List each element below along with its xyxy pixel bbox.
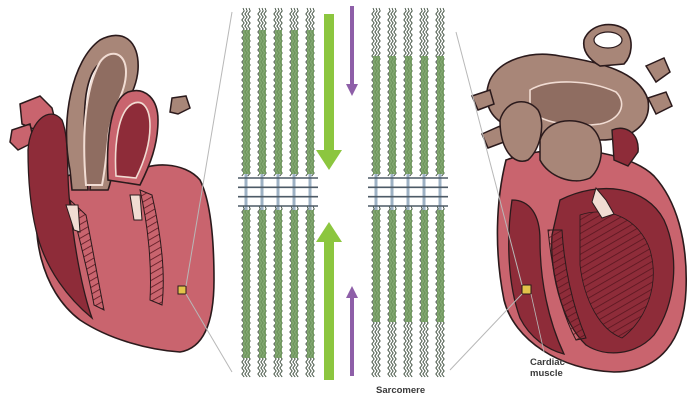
thick-filament (373, 56, 380, 174)
heart-vessel-branch (170, 96, 190, 114)
thick-filament (421, 210, 428, 322)
vena-cava (500, 102, 542, 162)
thick-filament (389, 210, 396, 322)
arrow-down-icon-head (316, 150, 342, 170)
thick-filament (275, 30, 282, 174)
sarcomere-panel-contracted (238, 8, 318, 377)
arrow-down-icon (324, 14, 334, 154)
arrow-up-icon-head (346, 286, 358, 298)
healthy-heart (10, 12, 232, 372)
atrium-inner (530, 82, 622, 125)
thick-filament (421, 56, 428, 174)
left-atrium (612, 128, 638, 166)
zoom-line (450, 294, 522, 370)
sarcomere-label: Sarcomere (376, 385, 425, 396)
cardiac-muscle-label-line1: Cardiac (530, 357, 565, 368)
enlarged-heart (450, 25, 686, 372)
thick-filament (373, 210, 380, 322)
thick-filament (437, 210, 444, 322)
pulmonary-trunk (540, 121, 601, 181)
thick-filament (437, 56, 444, 174)
thick-filament (259, 210, 266, 358)
thick-filament (405, 210, 412, 322)
thick-filament (259, 30, 266, 174)
thick-filament (291, 30, 298, 174)
arrow-up-icon (324, 240, 334, 380)
arrow-down-icon-head (346, 84, 358, 96)
cardiac-muscle-label: Cardiac muscle (530, 357, 565, 379)
thick-filament (291, 210, 298, 358)
arrow-up-icon (350, 296, 354, 376)
arrow-down-icon (350, 6, 354, 86)
arrow-up-icon-head (316, 222, 342, 242)
thick-filament (405, 56, 412, 174)
highlight-square (522, 285, 531, 294)
pulmonary-vein (646, 58, 670, 82)
sarcomere-panel-relaxed (368, 8, 448, 377)
cardiac-muscle-label-line2: muscle (530, 368, 565, 379)
thick-filament (307, 210, 314, 358)
thick-filament (307, 30, 314, 174)
pulmonary-vein (648, 92, 672, 114)
thick-filament (243, 210, 250, 358)
thick-filament (243, 30, 250, 174)
aorta-opening (594, 32, 622, 48)
highlight-square (178, 286, 186, 294)
thick-filament (275, 210, 282, 358)
arrows (316, 6, 358, 380)
thick-filament (389, 56, 396, 174)
